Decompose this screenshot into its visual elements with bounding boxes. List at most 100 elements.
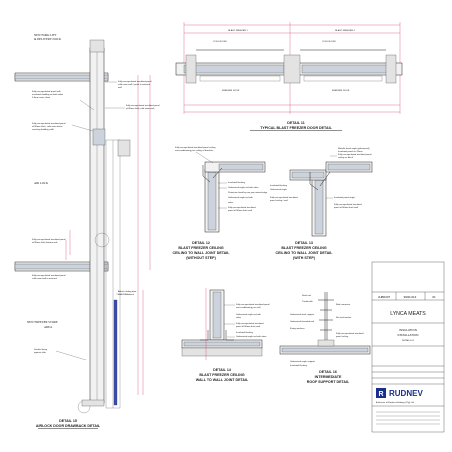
svg-text:Insulated panel on 20mm: Insulated panel on 20mm (338, 150, 363, 153)
svg-text:Galvanised steel support: Galvanised steel support (290, 313, 314, 316)
svg-text:sides: sides (228, 202, 234, 204)
company-tagline: A division of Rudnev Holdings (Pty) Ltd (376, 401, 415, 404)
detail-14-line-1: BLAST FREEZER CEILING (199, 373, 245, 377)
svg-text:Fully encapsulated insulated p: Fully encapsulated insulated panel (338, 153, 372, 156)
svg-text:FREEZER DOOR: FREEZER DOOR (222, 90, 240, 92)
detail-12-line-1: BLAST FREEZER CEILING (178, 246, 224, 250)
detail-16: Steel rod Turnbuckle Galvanised steel su… (279, 292, 371, 384)
client-name: LYNCA MEATS (390, 311, 426, 317)
project-title-1: INSULATION (399, 328, 417, 332)
detail-13-line-3: (WITH STEP) (293, 256, 316, 260)
detail-12-line-3: (WITHOUT STEP) (186, 256, 216, 260)
detail-13-line-1: BLAST FREEZER CEILING (281, 246, 327, 250)
label-blast-freezer-1: BLAST FREEZER 1 (228, 29, 248, 32)
svg-text:non-conditioning pvc ceiling o: non-conditioning pvc ceiling of brackets (175, 149, 214, 152)
svg-text:0.5mm inner sheet: 0.5mm inner sheet (32, 96, 51, 99)
svg-text:Fully encapsulated insulated p: Fully encapsulated insulated panel (118, 80, 152, 83)
detail-16-line-1: INTERMEDIATE (315, 375, 342, 379)
detail-14-title: DETAIL 14 (213, 368, 231, 372)
svg-text:Sealant fixing: Sealant fixing (34, 348, 48, 351)
svg-text:Insulated flashing: Insulated flashing (270, 184, 288, 187)
svg-text:panel ceiling / wall: panel ceiling / wall (270, 200, 288, 202)
svg-text:Turnbuckle: Turnbuckle (302, 300, 314, 303)
svg-text:Fully encapsulated insulated p: Fully encapsulated insulated panel (32, 122, 66, 125)
svg-text:Insulated panel angle: Insulated panel angle (334, 196, 356, 199)
svg-text:Fixing washers: Fixing washers (290, 327, 305, 330)
svg-text:against slab: against slab (34, 351, 46, 354)
svg-text:insulated cladding on both sid: insulated cladding on both sides (32, 93, 64, 96)
sheet-title: DETAILS 02 (402, 339, 415, 342)
svg-text:ceiling on block: ceiling on block (338, 157, 354, 159)
svg-text:reaching building soffit: reaching building soffit (32, 128, 54, 131)
detail-14-line-2: WALL TO WALL JOINT DETAIL (196, 378, 249, 382)
detail-11-subtitle: TYPICAL BLAST FREEZER DOOR DETAIL (260, 126, 332, 130)
svg-text:Insulated flashing: Insulated flashing (290, 364, 308, 367)
svg-text:COLD ROOM: COLD ROOM (322, 41, 336, 43)
area-label-freezer-store-2: AREA (44, 325, 53, 329)
svg-text:Fully encapsulated insulated p: Fully encapsulated insulated panel (236, 303, 270, 306)
svg-text:Galvanised threaded rod: Galvanised threaded rod (290, 320, 315, 323)
area-label-freezer-store: NEW FREEZER STORE (27, 320, 58, 324)
svg-text:cold room wall to external: cold room wall to external (32, 277, 57, 280)
svg-text:Fully encapsulated insulated: Fully encapsulated insulated (334, 203, 362, 206)
svg-text:panel of 80mm thick wall: panel of 80mm thick wall (334, 206, 358, 209)
sheet-number: 9000-013 (404, 295, 417, 299)
svg-text:Fully encapsulated insulated: Fully encapsulated insulated (336, 332, 364, 335)
svg-text:Fully encapsulated insulated p: Fully encapsulated insulated panel (32, 238, 66, 241)
svg-text:Metallic bend angle (galvanise: Metallic bend angle (galvanised) (338, 147, 370, 150)
door-track (113, 299, 118, 406)
airlock-detail: NEW FORK LIFT & DELIVERY DOCK AIR LOCK N… (14, 33, 160, 429)
detail-12: Fully encapsulated insulated panel ceili… (173, 146, 268, 260)
svg-text:COLD ROOM: COLD ROOM (213, 41, 227, 43)
svg-text:non-conditioning pvc wall: non-conditioning pvc wall (236, 306, 261, 309)
svg-text:Insulated flashing: Insulated flashing (236, 331, 254, 334)
svg-text:cold room wall / panel to exte: cold room wall / panel to external (118, 83, 150, 86)
detail-13-line-2: CEILING TO WALL JOINT DETAIL (276, 251, 334, 255)
svg-text:of 80mm thick, cold room doors: of 80mm thick, cold room doors (32, 125, 63, 128)
svg-text:panel ceiling: panel ceiling (336, 336, 349, 338)
svg-text:Galvanised angle support: Galvanised angle support (290, 360, 315, 363)
svg-text:Fully encapsulated panel with: Fully encapsulated panel with (32, 90, 61, 93)
label-blast-freezer-4: BLAST FREEZER 4 (335, 29, 355, 32)
svg-text:Airlock sliding door: Airlock sliding door (118, 290, 137, 293)
detail-12-title: DETAIL 12 (192, 241, 210, 245)
svg-text:Fully encapsulated insulated p: Fully encapsulated insulated panel (126, 104, 160, 107)
svg-text:panel of 80mm thick wall: panel of 80mm thick wall (228, 209, 252, 212)
detail-15-title: DETAIL 15 (59, 419, 77, 423)
svg-text:Fully encapsulated insulated p: Fully encapsulated insulated panel ceili… (175, 146, 216, 149)
project-title-2: INSTALLATION (398, 333, 419, 337)
detail-11: BLAST FREEZER 1 BLAST FREEZER 4 COLD ROO… (175, 22, 403, 131)
svg-text:Insulated flashing: Insulated flashing (228, 181, 246, 184)
svg-text:FREEZER DOOR: FREEZER DOOR (332, 90, 350, 92)
drawing-number: JHB0307 (378, 295, 391, 299)
svg-text:Steel rod: Steel rod (302, 294, 312, 297)
detail-12-line-2: CEILING TO WALL JOINT DETAIL (173, 251, 231, 255)
svg-text:Fully encapsulated insulated: Fully encapsulated insulated (228, 206, 256, 209)
detail-16-title: DETAIL 16 (319, 370, 337, 374)
svg-text:Galvanised angle on both: Galvanised angle on both (228, 196, 254, 199)
svg-text:Rod connector: Rod connector (336, 303, 350, 306)
svg-text:Galvanised angle on both sides: Galvanised angle on both sides (236, 335, 267, 338)
svg-text:Galvanised angle: Galvanised angle (270, 189, 288, 191)
area-label-fork-lift-2: & DELIVERY DOCK (34, 37, 62, 41)
svg-text:of 80mm thick bottom wall: of 80mm thick bottom wall (32, 241, 58, 244)
revision-number: 01 (432, 295, 436, 299)
svg-text:Galvanised angle on both: Galvanised angle on both (236, 313, 262, 316)
svg-text:R: R (378, 391, 383, 398)
detail-13-title: DETAIL 13 (295, 241, 313, 245)
logo-mark-icon (376, 388, 386, 398)
company-logo: R RUDNEV (376, 388, 423, 398)
title-block: JHB0307 9000-013 01 LYNCA MEATS INSULATI… (371, 261, 445, 433)
area-label-fork-lift: NEW FORK LIFT (34, 33, 57, 37)
svg-text:wall: wall (118, 87, 122, 89)
detail-13: Metallic bend angle (galvanised) Insulat… (270, 147, 373, 260)
svg-text:panel of 80mm thick wall: panel of 80mm thick wall (236, 325, 260, 328)
svg-text:Fully encapsulated insulated p: Fully encapsulated insulated panel (32, 274, 66, 277)
detail-15-subtitle: AIRLOCK DOOR DRAWBACK DETAIL (36, 424, 101, 428)
svg-text:Nut and washer: Nut and washer (336, 316, 352, 319)
svg-text:Fully encapsulated insulated: Fully encapsulated insulated (236, 322, 264, 325)
detail-14: Fully encapsulated insulated panel non-c… (181, 288, 270, 382)
svg-text:of 80mm thick cold room wall: of 80mm thick cold room wall (126, 107, 155, 110)
svg-text:sides: sides (236, 317, 242, 319)
